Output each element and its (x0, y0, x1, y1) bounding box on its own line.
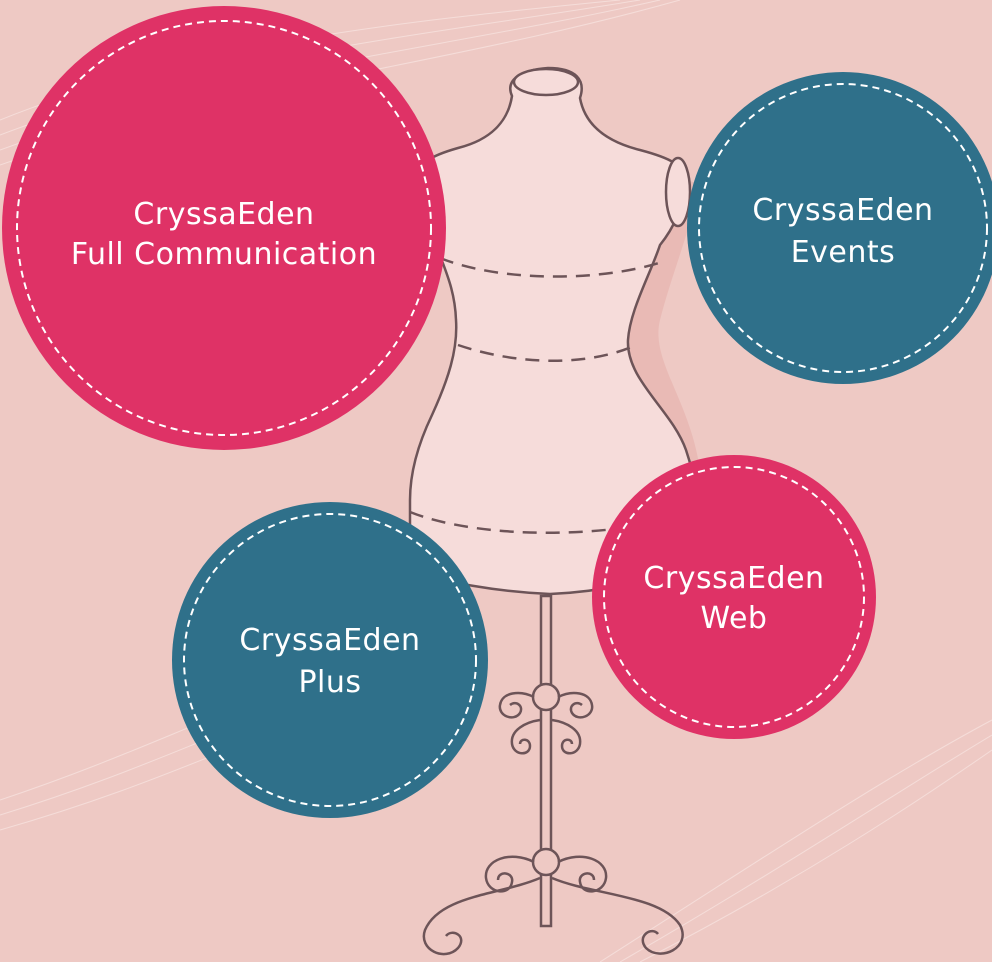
label-line2: Full Communication (71, 237, 377, 272)
right-arm-cap (666, 158, 690, 226)
stand-knob-lower (533, 849, 559, 875)
label-line1: CryssaEden (133, 197, 314, 232)
label-line2: Plus (298, 665, 361, 700)
product-circle-web[interactable]: CryssaEden Web (592, 455, 876, 739)
stand-knob-upper (533, 684, 559, 710)
label-line1: CryssaEden (643, 561, 824, 596)
label-line2: Web (701, 601, 768, 636)
product-circle-full[interactable]: CryssaEden Full Communication (2, 6, 446, 450)
stand-pole (541, 596, 551, 926)
neck-top (514, 69, 578, 95)
label-line1: CryssaEden (752, 193, 933, 228)
product-circle-events[interactable]: CryssaEden Events (687, 72, 992, 384)
label-line1: CryssaEden (239, 623, 420, 658)
label-line2: Events (791, 235, 896, 270)
product-circle-plus[interactable]: CryssaEden Plus (172, 502, 488, 818)
